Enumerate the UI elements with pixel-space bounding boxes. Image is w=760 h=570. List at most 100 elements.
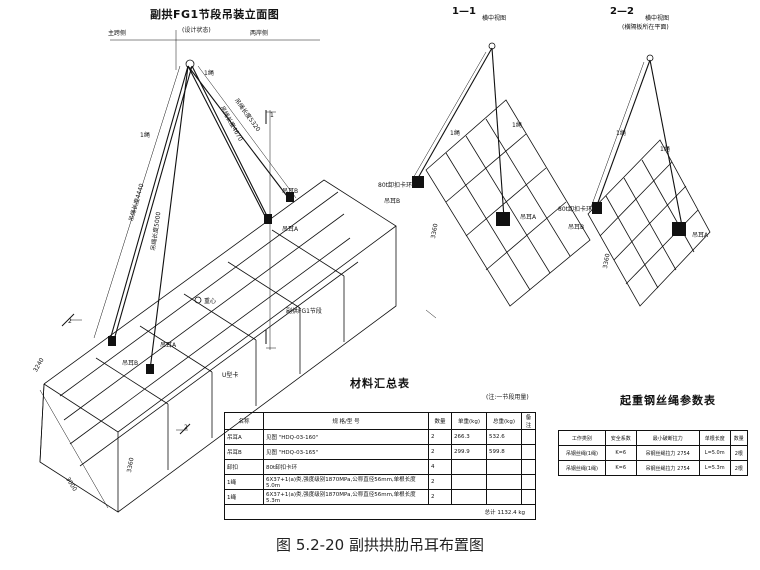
table-cell: 见图 "HDQ-03-165" <box>263 444 429 460</box>
materials-note: (注:一节段用量) <box>486 394 529 401</box>
table-cell: 2根 <box>729 460 749 476</box>
table-cell: 2 <box>428 444 452 460</box>
materials-header-cell: 总重(kg) <box>486 412 522 430</box>
table-cell: 2根 <box>729 445 749 461</box>
elevation-cut-mark-1: 1 <box>270 112 274 119</box>
table-row: 吊钢丝绳(1绳) K=6 吊钢丝绳拉力 2754 L=5.0m 2根 <box>558 445 749 461</box>
table-cell: 599.8 <box>486 444 522 460</box>
table-cell: 1绳 <box>224 474 264 490</box>
table-cell: 2 <box>428 474 452 490</box>
materials-table: 名称 规 格/型 号 数量 单重(kg) 总重(kg) 备 注 吊耳A 见图 "… <box>224 412 536 520</box>
materials-header-cell: 数量 <box>428 412 452 430</box>
elevation-lug-b2-marker <box>286 192 294 202</box>
materials-header-row: 名称 规 格/型 号 数量 单重(kg) 总重(kg) 备 注 <box>224 412 536 430</box>
elevation-cut-mark-2: 2 <box>68 318 72 325</box>
rope-header-cell: 数量 <box>729 430 749 446</box>
rope-header-cell: 单根长度 <box>698 430 731 446</box>
table-cell: L=5.0m <box>698 445 731 461</box>
section2-linework <box>587 59 711 307</box>
elevation-lug-b-label: 吊耳B <box>282 188 299 195</box>
elevation-segment-box <box>39 179 397 513</box>
table-cell: 6X37+1(a)类,强度级别1870MPa,公称直径56mm,单根长度5.3m <box>263 489 429 505</box>
table-cell <box>521 459 536 475</box>
table-cell <box>451 459 487 475</box>
elevation-cut-mark-2b: 2 <box>184 424 188 431</box>
elevation-subtitle: (设计状态) <box>182 27 211 34</box>
materials-header-cell: 单重(kg) <box>451 412 487 430</box>
section1-shackle-label: 80t卸扣卡环 <box>378 182 412 189</box>
section1-lug-b-label: 吊耳B <box>384 198 401 205</box>
table-cell: 532.6 <box>486 429 522 445</box>
table-row: 吊钢丝绳(1绳) K=6 吊钢丝绳拉力 2754 L=5.3m 2根 <box>558 460 749 476</box>
table-row: 1绳 6X37+1(a)类,强度级别1870MPa,公称直径56mm,单根长度5… <box>224 474 536 490</box>
elevation-lug-a2-marker <box>264 214 272 224</box>
elevation-rope-left-label: 1绳 <box>140 132 150 139</box>
table-cell: 吊耳B <box>224 444 264 460</box>
elevation-lug-a-marker <box>146 364 154 374</box>
table-cell: 1绳 <box>224 489 264 505</box>
section1-linework <box>411 47 591 319</box>
section2-lug-b-label: 吊耳B <box>568 224 585 231</box>
section1-note: 横中视图 <box>482 15 507 22</box>
table-cell: 4 <box>428 459 452 475</box>
table-cell: L=5.3m <box>698 460 731 476</box>
section2-subtitle: (横隔板所在平面) <box>622 24 669 31</box>
table-cell: 80t卸扣卡环 <box>263 459 429 475</box>
section2-rope2-label: 1绳 <box>660 146 670 153</box>
table-cell: 299.9 <box>451 444 487 460</box>
materials-header-cell: 名称 <box>224 412 264 430</box>
section1-title: 1—1 <box>452 6 476 17</box>
table-cell <box>451 489 487 505</box>
section1-lug-b-marker <box>412 176 424 188</box>
table-row: 卸扣 80t卸扣卡环 4 <box>224 459 536 475</box>
rope-params-table: 工作类别 安全系数 最小破断拉力 单根长度 数量 吊钢丝绳(1绳) K=6 吊钢… <box>558 430 749 476</box>
materials-title: 材料汇总表 <box>350 377 410 390</box>
table-cell: 6X37+1(a)类,强度级别1870MPa,公称直径56mm,单根长度5.0m <box>263 474 429 490</box>
elevation-title: 副拱FG1节段吊装立面图 <box>150 8 280 21</box>
table-cell <box>486 489 522 505</box>
elevation-lug-b-marker <box>108 336 116 346</box>
elevation-lug-a-label: 吊耳A <box>282 226 299 233</box>
elevation-right-label: 两岸侧 <box>250 30 269 37</box>
table-cell <box>521 474 536 490</box>
table-cell: 吊钢丝绳(1绳) <box>558 445 606 461</box>
table-cell <box>486 474 522 490</box>
rope-params-title: 起重钢丝绳参数表 <box>620 394 716 407</box>
table-row: 1绳 6X37+1(a)类,强度级别1870MPa,公称直径56mm,单根长度5… <box>224 489 536 505</box>
section1-rope2-label: 1绳 <box>512 122 522 129</box>
table-cell: 吊钢丝绳拉力 2754 <box>635 445 700 461</box>
elevation-lug-b2-label: 吊耳B <box>122 360 139 367</box>
section1-lug-a-marker <box>496 212 510 226</box>
table-cell <box>451 474 487 490</box>
elevation-center-label: 重心 <box>204 298 217 305</box>
table-cell <box>486 459 522 475</box>
materials-total-row: 总计 1132.4 kg <box>224 504 536 520</box>
section1-lug-a-label: 吊耳A <box>520 214 537 221</box>
table-cell: 见图 "HDQ-03-160" <box>263 429 429 445</box>
elevation-left-label: 主跨侧 <box>108 30 127 37</box>
section1-rope-label: 1绳 <box>450 130 460 137</box>
section2-lug-a-label: 吊耳A <box>692 232 709 239</box>
table-cell: 266.3 <box>451 429 487 445</box>
section2-note: 横中视图 <box>645 15 670 22</box>
section2-rope-label: 1绳 <box>616 130 626 137</box>
elevation-dimensions <box>39 30 320 509</box>
table-cell: 吊钢丝绳(1绳) <box>558 460 606 476</box>
elevation-rope-top-label: 1绳 <box>204 70 214 77</box>
table-cell: 吊钢丝绳拉力 2754 <box>635 460 700 476</box>
rope-header-cell: 安全系数 <box>604 430 637 446</box>
elevation-lug-a2-label: 吊耳A <box>160 342 177 349</box>
table-cell: K=6 <box>604 460 637 476</box>
center-of-gravity-marker <box>194 296 202 304</box>
table-cell: 卸扣 <box>224 459 264 475</box>
table-cell: 2 <box>428 489 452 505</box>
drawing-linework <box>39 30 711 513</box>
table-cell: 吊耳A <box>224 429 264 445</box>
elevation-ropes <box>109 65 291 371</box>
table-row: 吊耳B 见图 "HDQ-03-165" 2 299.9 599.8 <box>224 444 536 460</box>
rope-header-cell: 最小破断拉力 <box>635 430 700 446</box>
elevation-hook-label: U型卡 <box>222 372 239 379</box>
section2-lug-b-marker <box>592 202 602 214</box>
section2-title: 2—2 <box>610 6 634 17</box>
table-cell <box>521 489 536 505</box>
